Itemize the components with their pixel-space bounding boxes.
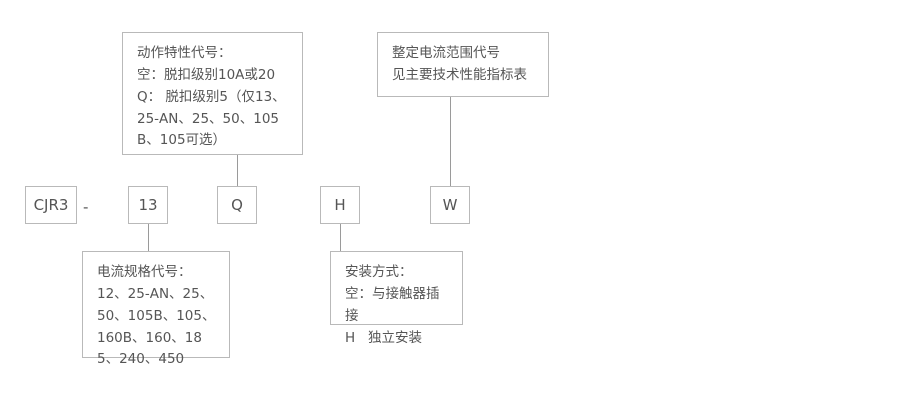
callout-current-rating: 电流规格代号： 12、25-AN、25、50、105B、105、160B、160… — [82, 251, 230, 367]
leader-line-action-characteristic — [237, 155, 238, 186]
callout-action-characteristic: 动作特性代号： 空：脱扣级别10A或20 Q： 脱扣级别5（仅13、25-AN、… — [122, 32, 303, 155]
code-box-series: CJR3 — [25, 186, 77, 224]
leader-line-current-rating — [148, 224, 149, 251]
code-box-mounting: H — [320, 186, 360, 224]
code-separator-dash: - — [83, 198, 89, 216]
code-box-setting-current-range: W — [430, 186, 470, 224]
leader-line-setting-current-range — [450, 97, 451, 186]
code-box-current-rating: 13 — [128, 186, 168, 224]
callout-setting-current-range: 整定电流范围代号 见主要技术性能指标表 — [377, 32, 549, 97]
callout-mounting-method: 安装方式： 空：与接触器插接 H 独立安装 — [330, 251, 463, 346]
leader-line-mounting-method — [340, 224, 341, 251]
code-box-action-characteristic: Q — [217, 186, 257, 224]
